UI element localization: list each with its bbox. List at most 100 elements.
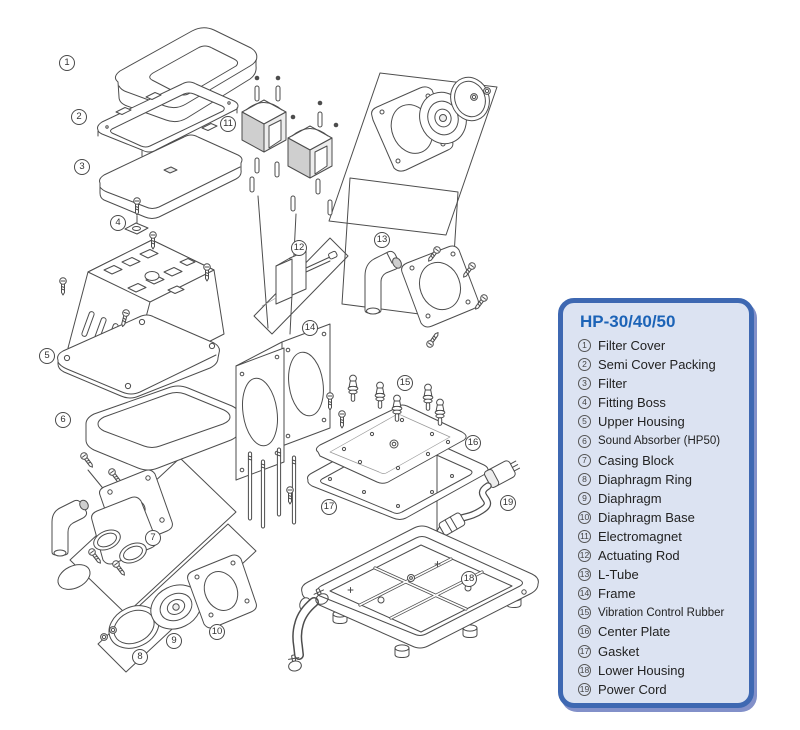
callout-3: 3: [74, 159, 90, 175]
part-fitting-boss: [124, 197, 149, 235]
callout-2: 2: [71, 109, 87, 125]
legend-item-number: 7: [578, 453, 591, 467]
legend-item-label: Actuating Rod: [598, 548, 680, 564]
callout-11: 11: [220, 116, 236, 132]
hex-screw-icon: [470, 93, 478, 101]
legend-item-label: L-Tube: [598, 567, 639, 583]
callout-1: 1: [59, 55, 75, 71]
part-casing-block: [51, 450, 173, 590]
legend-item-number: 12: [578, 549, 591, 563]
hex-screw-icon: [483, 87, 491, 95]
pin-icon: [275, 85, 281, 102]
legend-item-number: 10: [578, 510, 591, 524]
casing-flange-right: [401, 244, 490, 350]
legend-item-number: 15: [578, 606, 591, 620]
legend-item-diaphragm-base: 10 Diaphragm Base: [578, 508, 743, 527]
pin-icon: [274, 161, 280, 178]
callout-9: 9: [166, 633, 182, 649]
legend-item-number: 11: [578, 529, 591, 543]
legend-item-label: Upper Housing: [598, 414, 685, 430]
legend-item-label: Diaphragm Base: [598, 509, 695, 525]
legend-item-number: 8: [578, 472, 591, 486]
legend-item-label: Frame: [598, 586, 636, 602]
part-electromagnet: [241, 75, 339, 216]
legend-item-gasket: 17 Gasket: [578, 642, 743, 661]
legend-item-number: 13: [578, 568, 591, 582]
legend-item-number: 2: [578, 358, 591, 372]
pin-icon: [290, 195, 296, 212]
legend-item-filter: 3 Filter: [578, 374, 743, 393]
legend-item-number: 1: [578, 339, 591, 353]
callout-4: 4: [110, 215, 126, 231]
pin-icon: [327, 199, 333, 216]
part-l-tube: [364, 250, 402, 315]
legend-item-power-cord: 19 Power Cord: [578, 680, 743, 699]
legend-item-actuating-rod: 12 Actuating Rod: [578, 546, 743, 565]
legend-item-filter-cover: 1 Filter Cover: [578, 336, 743, 355]
legend-item-number: 18: [578, 663, 591, 677]
part-sound-absorber: [85, 385, 241, 471]
legend-item-label: Semi Cover Packing: [598, 357, 716, 373]
legend-item-semi-cover-packing: 2 Semi Cover Packing: [578, 355, 743, 374]
screw-icon: [338, 410, 346, 429]
part-power-cord: [424, 460, 521, 552]
legend-item-diaphragm-ring: 8 Diaphragm Ring: [578, 470, 743, 489]
legend-item-label: Fitting Boss: [598, 395, 666, 411]
part-upper-housing: [57, 231, 225, 399]
callout-12: 12: [291, 240, 307, 256]
legend-item-vibration-control-rubber: 15 Vibration Control Rubber: [578, 603, 743, 622]
legend-item-label: Center Plate: [598, 624, 671, 640]
legend-item-center-plate: 16 Center Plate: [578, 622, 743, 641]
legend-item-label: Power Cord: [598, 681, 667, 697]
hex-screw-icon: [100, 633, 108, 641]
legend-item-number: 16: [578, 625, 591, 639]
legend-item-number: 5: [578, 415, 591, 429]
screw-icon: [59, 277, 67, 296]
legend-item-fitting-boss: 4 Fitting Boss: [578, 393, 743, 412]
legend-item-label: Lower Housing: [598, 662, 685, 678]
vibration-rubber-icon: [422, 383, 434, 411]
pin-icon: [254, 157, 260, 174]
callout-18: 18: [461, 571, 477, 587]
callout-14: 14: [302, 320, 318, 336]
legend-item-number: 4: [578, 396, 591, 410]
screw-icon: [78, 450, 96, 470]
callout-10: 10: [209, 624, 225, 640]
legend-item-casing-block: 7 Casing Block: [578, 451, 743, 470]
diaphragm-assembly-right: [371, 76, 491, 172]
legend-item-number: 14: [578, 587, 591, 601]
legend-item-label: Casing Block: [598, 452, 674, 468]
vent-slit: [81, 311, 95, 337]
legend-item-lower-housing: 18 Lower Housing: [578, 661, 743, 680]
legend-item-sound-absorber: 6 Sound Absorber (HP50): [578, 431, 743, 450]
pin-icon: [249, 176, 255, 193]
callout-15: 15: [397, 375, 413, 391]
screw-icon: [424, 330, 442, 350]
legend-item-label: Filter: [598, 376, 627, 392]
legend-item-number: 3: [578, 377, 591, 391]
callout-19: 19: [500, 495, 516, 511]
callout-16: 16: [465, 435, 481, 451]
pin-icon: [317, 111, 323, 128]
legend-item-l-tube: 13 L-Tube: [578, 565, 743, 584]
legend-item-number: 19: [578, 682, 591, 696]
long-bolt-icon: [276, 447, 282, 517]
part-frame: [235, 323, 331, 529]
legend-item-label: Filter Cover: [598, 338, 666, 354]
pin-icon: [315, 178, 321, 195]
legend-item-label: Gasket: [598, 643, 640, 659]
callout-8: 8: [132, 649, 148, 665]
part-filter: [99, 134, 243, 219]
legend-item-label: Vibration Control Rubber: [598, 606, 725, 619]
legend-item-label: Diaphragm Ring: [598, 471, 692, 487]
callout-7: 7: [145, 530, 161, 546]
legend-item-upper-housing: 5 Upper Housing: [578, 412, 743, 431]
legend-item-label: Electromagnet: [598, 528, 682, 544]
vibration-rubber-icon: [374, 381, 386, 409]
vibration-rubber-icon: [347, 374, 359, 402]
legend-item-label: Sound Absorber (HP50): [598, 435, 721, 448]
legend-item-number: 17: [578, 644, 591, 658]
callout-6: 6: [55, 412, 71, 428]
housing-foot-icon: [394, 644, 410, 658]
